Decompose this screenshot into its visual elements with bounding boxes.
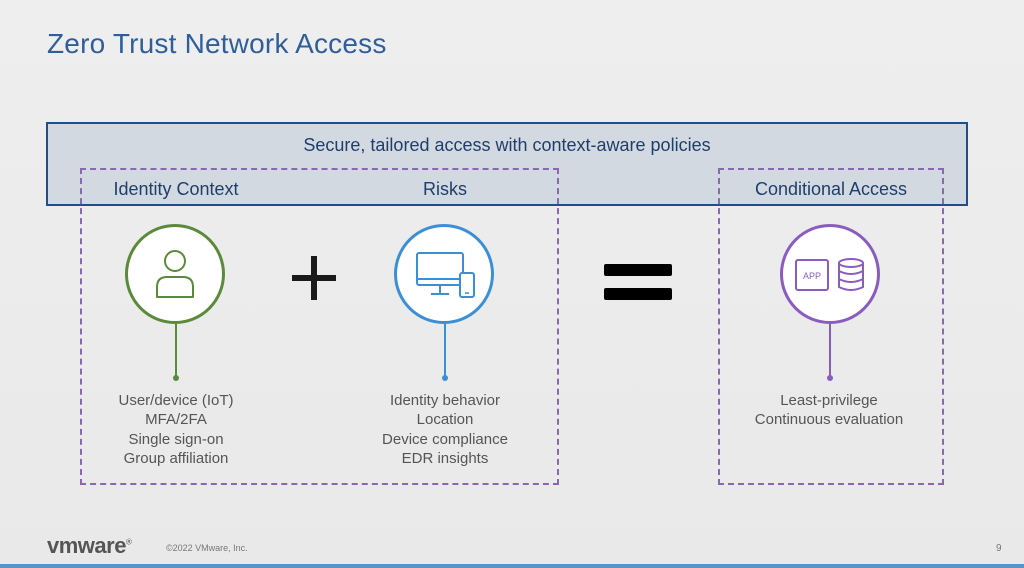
conditional-list: Least-privilege Continuous evaluation <box>728 391 930 430</box>
page-number: 9 <box>996 543 1002 554</box>
list-item: Group affiliation <box>123 449 229 467</box>
identity-risks-group <box>80 168 559 485</box>
list-item: Identity behavior <box>389 392 501 409</box>
plus-icon <box>292 256 336 300</box>
list-item: Single sign-on <box>128 430 224 448</box>
conditional-circle: APP <box>780 224 880 324</box>
list-item: Location <box>416 411 474 429</box>
list-item: MFA/2FA <box>145 411 207 429</box>
risks-heading: Risks <box>423 179 467 199</box>
identity-context-heading: Identity Context <box>113 179 239 199</box>
conditional-access-heading: Conditional Access <box>754 179 908 199</box>
risks-dot <box>442 375 448 381</box>
desktop-mobile-icon <box>416 252 475 298</box>
list-item: EDR insights <box>401 449 489 467</box>
risks-list: Identity behavior Location Device compli… <box>354 391 536 468</box>
risks-stem <box>444 324 446 376</box>
conditional-dot <box>827 375 833 381</box>
user-icon <box>156 250 194 298</box>
app-database-icon: APP <box>795 258 864 291</box>
vmware-logo: vmware® <box>47 533 132 559</box>
list-item: Device compliance <box>382 430 508 448</box>
identity-list: User/device (IoT) MFA/2FA Single sign-on… <box>86 391 266 468</box>
app-label: APP <box>803 271 821 281</box>
logo-mark: ® <box>125 537 132 547</box>
risks-circle <box>394 224 494 324</box>
identity-circle <box>125 224 225 324</box>
conditional-access-group <box>718 168 944 485</box>
slide-title: Zero Trust Network Access <box>47 28 387 59</box>
policy-banner: Secure, tailored access with context-awa… <box>46 122 968 206</box>
identity-dot <box>173 375 179 381</box>
identity-stem <box>175 324 177 376</box>
list-item: Continuous evaluation <box>754 411 904 429</box>
banner-text: Secure, tailored access with context-awa… <box>303 135 711 155</box>
bottom-accent-line <box>0 564 1024 568</box>
conditional-stem <box>829 324 831 376</box>
logo-text: vmware <box>47 533 126 558</box>
list-item: User/device (IoT) <box>118 392 234 409</box>
copyright: ©2022 VMware, Inc. <box>166 543 248 553</box>
equals-icon <box>604 264 672 300</box>
list-item: Least-privilege <box>780 392 878 409</box>
